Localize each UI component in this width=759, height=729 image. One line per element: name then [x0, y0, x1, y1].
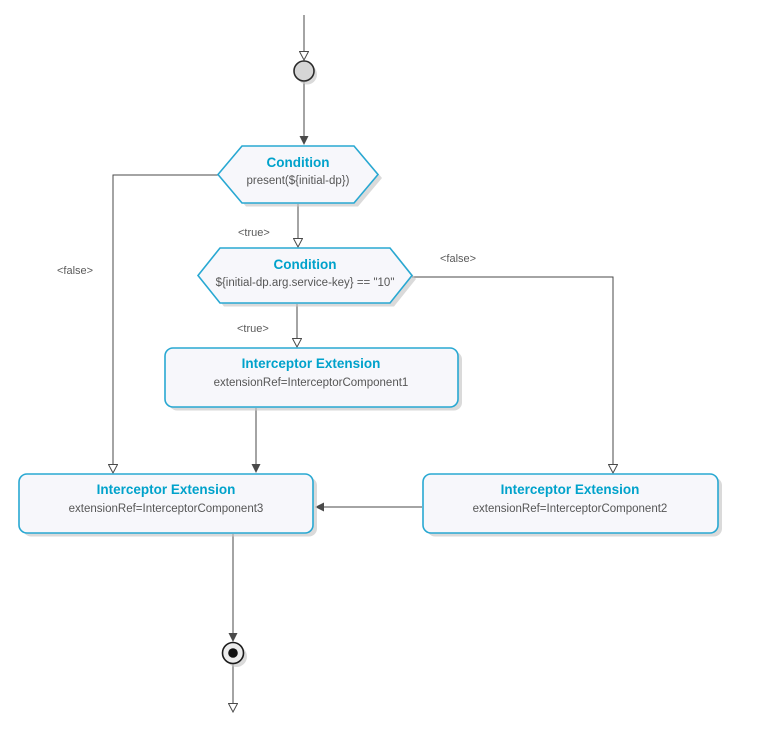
- edge-label-false-left: <false>: [57, 265, 93, 277]
- node-condition-1: Condition present(${initial-dp}): [216, 145, 382, 207]
- node-condition-1-shape: [216, 145, 380, 204]
- start-node: [293, 60, 317, 85]
- node-interceptor-2-shape: [422, 473, 719, 534]
- node-condition-2-title: Condition: [274, 257, 337, 272]
- node-interceptor-1-shape: [164, 347, 459, 408]
- node-condition-2-subtitle: ${initial-dp.arg.service-key} == "10": [216, 277, 395, 289]
- edge-condition1-false-to-interceptor3: [113, 174, 218, 472]
- edge-label-true-1: <true>: [238, 227, 270, 239]
- start-node-circle: [293, 60, 315, 82]
- node-interceptor-1: Interceptor Extension extensionRef=Inter…: [164, 347, 462, 411]
- node-interceptor-3-shape: [18, 473, 314, 534]
- node-interceptor-2: Interceptor Extension extensionRef=Inter…: [422, 473, 722, 537]
- edge-condition2-false-to-interceptor2: [412, 276, 613, 472]
- end-node: [221, 641, 247, 667]
- node-interceptor-3-title: Interceptor Extension: [97, 482, 236, 497]
- node-interceptor-1-subtitle: extensionRef=InterceptorComponent1: [214, 377, 409, 389]
- node-interceptor-2-subtitle: extensionRef=InterceptorComponent2: [473, 503, 668, 515]
- node-condition-2-shape: [196, 247, 414, 304]
- edge-label-true-2: <true>: [237, 323, 269, 335]
- node-interceptor-1-title: Interceptor Extension: [242, 356, 381, 371]
- end-node-dot: [228, 648, 238, 658]
- node-interceptor-3: Interceptor Extension extensionRef=Inter…: [18, 473, 317, 537]
- node-condition-1-subtitle: present(${initial-dp}): [247, 175, 350, 187]
- node-interceptor-3-subtitle: extensionRef=InterceptorComponent3: [69, 503, 264, 515]
- edge-label-false-right: <false>: [440, 253, 476, 265]
- node-interceptor-2-title: Interceptor Extension: [501, 482, 640, 497]
- node-condition-2: Condition ${initial-dp.arg.service-key} …: [196, 247, 416, 307]
- node-condition-1-title: Condition: [267, 155, 330, 170]
